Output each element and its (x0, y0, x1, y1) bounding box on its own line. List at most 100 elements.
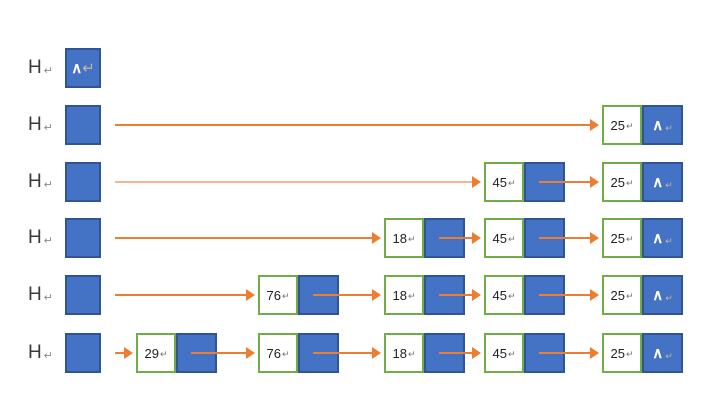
node-value: 18 (392, 345, 407, 361)
node-pointer-cell: ∧↵ (642, 275, 683, 315)
arrow-shaft (313, 352, 372, 354)
return-mark-icon: ↵ (407, 290, 416, 301)
pointer-arrow (539, 232, 599, 244)
null-symbol: ∧ (652, 117, 664, 134)
arrow-shaft (313, 294, 372, 296)
list-row-2: H↵25↵∧↵ (0, 101, 719, 149)
return-mark-icon: ↵ (507, 348, 516, 359)
arrow-head-icon (472, 347, 481, 359)
null-symbol: ∧ (652, 230, 664, 247)
list-node: 18↵ (384, 333, 465, 373)
arrow-shaft (539, 237, 590, 239)
node-data-cell: 25↵ (602, 162, 642, 202)
list-node: 25↵∧↵ (602, 105, 683, 145)
arrow-head-icon (590, 176, 599, 188)
pointer-arrow (539, 176, 599, 188)
list-node: 25↵∧↵ (602, 275, 683, 315)
return-mark-icon: ↵ (625, 177, 634, 188)
node-value: 25 (610, 230, 625, 246)
arrow-shaft (539, 181, 590, 183)
return-mark-icon: ↵ (281, 348, 290, 359)
node-data-cell: 18↵ (384, 333, 424, 373)
node-value: 76 (266, 287, 281, 303)
node-data-cell: 25↵ (602, 105, 642, 145)
head-pointer-label: H↵ (28, 271, 53, 319)
arrow-head-icon (472, 232, 481, 244)
arrow-head-icon (372, 347, 381, 359)
node-value: 18 (392, 287, 407, 303)
head-pointer-box (65, 105, 101, 145)
return-mark-icon: ↵ (665, 179, 673, 190)
arrow-shaft (439, 352, 472, 354)
node-pointer-cell: ∧↵ (642, 162, 683, 202)
list-row-6: H↵29↵76↵18↵45↵25↵∧↵ (0, 329, 719, 377)
head-pointer-text: H (28, 284, 42, 305)
list-node: 45↵ (484, 333, 565, 373)
node-data-cell: 76↵ (258, 275, 298, 315)
head-pointer-label: H↵ (28, 101, 53, 149)
head-pointer-text: H (28, 171, 42, 192)
return-mark-icon: ↵ (407, 348, 416, 359)
arrow-shaft (539, 352, 590, 354)
pointer-arrow (115, 119, 599, 131)
return-mark-icon: ↵ (43, 121, 53, 134)
list-row-5: H↵76↵18↵45↵25↵∧↵ (0, 271, 719, 319)
head-pointer-text: H (28, 57, 42, 78)
list-node: 25↵∧↵ (602, 218, 683, 258)
pointer-arrow (115, 289, 255, 301)
return-mark-icon: ↵ (281, 290, 290, 301)
return-mark-icon: ↵ (625, 290, 634, 301)
arrow-shaft (439, 237, 472, 239)
pointer-arrow (313, 347, 381, 359)
return-mark-icon: ↵ (507, 233, 516, 244)
arrow-head-icon (246, 347, 255, 359)
return-mark-icon: ↵ (507, 177, 516, 188)
return-mark-icon: ↵ (665, 292, 673, 303)
pointer-arrow (539, 289, 599, 301)
head-pointer-box (65, 162, 101, 202)
node-data-cell: 29↵ (136, 333, 176, 373)
node-data-cell: 76↵ (258, 333, 298, 373)
list-node: 25↵∧↵ (602, 162, 683, 202)
return-mark-icon: ↵ (665, 235, 673, 246)
head-pointer-label: H↵ (28, 329, 53, 377)
node-data-cell: 45↵ (484, 162, 524, 202)
return-mark-icon: ↵ (407, 233, 416, 244)
node-value: 25 (610, 345, 625, 361)
null-symbol: ∧ (652, 345, 664, 362)
return-mark-icon: ↵ (43, 349, 53, 362)
node-value: 25 (610, 117, 625, 133)
return-mark-icon: ↵ (665, 122, 673, 133)
head-pointer-box: ∧↵ (65, 48, 101, 88)
node-value: 25 (610, 174, 625, 190)
return-mark-icon: ↵ (507, 290, 516, 301)
arrow-head-icon (472, 289, 481, 301)
list-row-1: H↵∧↵ (0, 44, 719, 92)
head-pointer-text: H (28, 114, 42, 135)
head-pointer-box (65, 218, 101, 258)
pointer-arrow (191, 347, 255, 359)
pointer-arrow (115, 176, 481, 188)
node-pointer-cell: ∧↵ (642, 105, 683, 145)
arrow-head-icon (590, 347, 599, 359)
null-symbol: ∧ (71, 60, 83, 77)
list-row-4: H↵18↵45↵25↵∧↵ (0, 214, 719, 262)
return-mark-icon: ↵ (625, 233, 634, 244)
return-mark-icon: ↵ (625, 348, 634, 359)
list-node: 25↵ ∧ ↵ (602, 333, 683, 373)
head-pointer-text: H (28, 342, 42, 363)
head-pointer-label: H↵ (28, 158, 53, 206)
arrow-head-icon (590, 232, 599, 244)
node-data-cell: 25↵ (602, 333, 642, 373)
node-value: 45 (492, 230, 507, 246)
null-symbol: ∧ (652, 174, 664, 191)
null-symbol: ∧ (652, 287, 664, 304)
node-data-cell: 45↵ (484, 333, 524, 373)
list-row-3: H↵45↵25↵∧↵ (0, 158, 719, 206)
arrow-head-icon (246, 289, 255, 301)
node-value: 45 (492, 174, 507, 190)
head-pointer-label: H↵ (28, 214, 53, 262)
list-node: 29↵ (136, 333, 217, 373)
node-value: 76 (266, 345, 281, 361)
